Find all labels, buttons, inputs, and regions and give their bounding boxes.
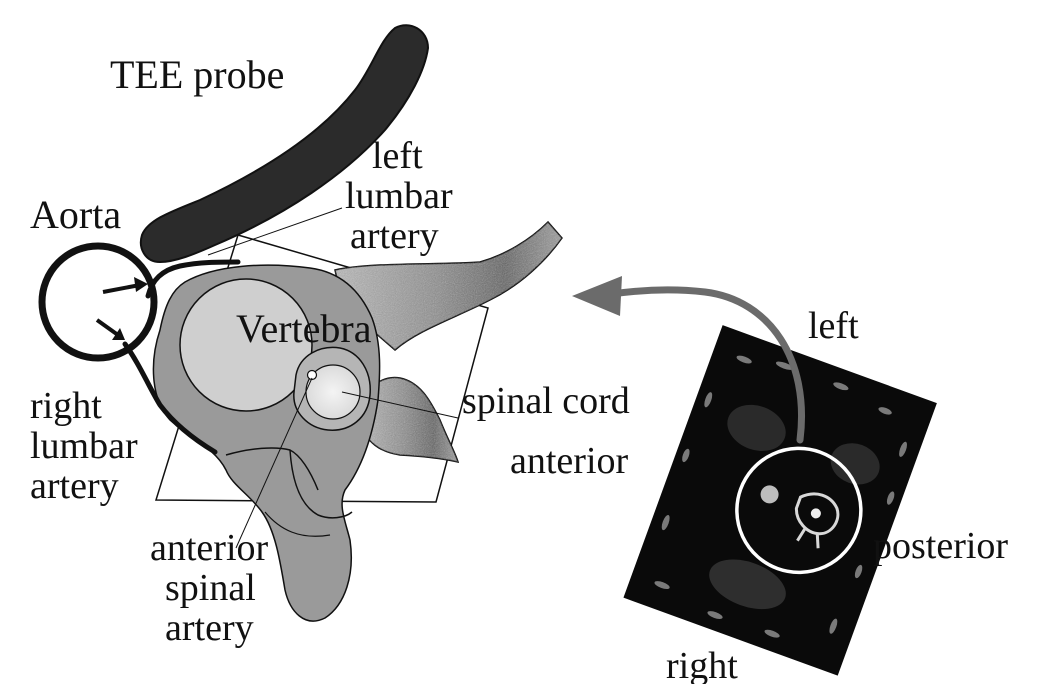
label-anterior-spinal-artery-line3: artery bbox=[165, 607, 254, 649]
aorta-circle bbox=[42, 246, 154, 358]
label-spinal-cord: spinal cord bbox=[462, 380, 630, 422]
label-anterior-spinal-artery-line1: anterior bbox=[150, 527, 269, 569]
label-anterior-spinal-artery: anterior spinal artery bbox=[150, 527, 269, 649]
label-left: left bbox=[808, 305, 859, 347]
aorta-arrow-upper bbox=[103, 277, 148, 292]
view-direction-arrowhead bbox=[572, 276, 622, 316]
label-right-lumbar-artery: right lumbar artery bbox=[30, 385, 138, 507]
label-left-lumbar-artery-line1: left bbox=[372, 135, 423, 177]
ct-scan-image bbox=[623, 325, 936, 675]
label-left-lumbar-artery-line3: artery bbox=[350, 215, 439, 257]
label-tee-probe: TEE probe bbox=[110, 52, 284, 97]
label-right-lumbar-artery-line1: right bbox=[30, 385, 102, 427]
label-right-lumbar-artery-line3: artery bbox=[30, 465, 119, 507]
aorta-arrow-lower bbox=[97, 320, 125, 340]
label-anterior-spinal-artery-line2: spinal bbox=[165, 567, 256, 609]
label-posterior: posterior bbox=[873, 525, 1008, 567]
label-aorta: Aorta bbox=[30, 192, 121, 237]
label-right-lumbar-artery-line2: lumbar bbox=[30, 425, 138, 467]
label-vertebra: Vertebra bbox=[236, 306, 372, 351]
label-left-lumbar-artery-line2: lumbar bbox=[345, 175, 453, 217]
label-right: right bbox=[666, 645, 738, 684]
label-anterior: anterior bbox=[510, 440, 629, 482]
